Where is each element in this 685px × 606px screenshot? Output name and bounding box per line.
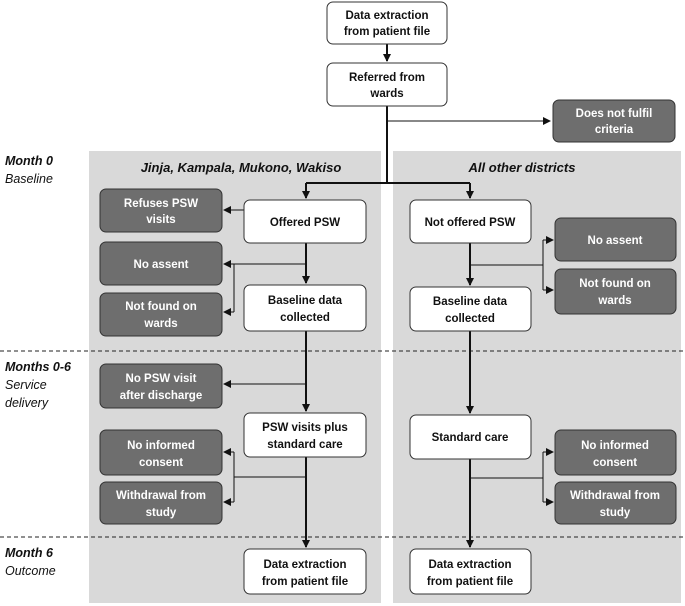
svg-text:Not offered PSW: Not offered PSW <box>425 217 516 229</box>
month0-label: Month 0 <box>5 154 53 168</box>
right-no-assent-box: No assent <box>554 217 677 262</box>
svg-text:from patient file: from patient file <box>344 26 430 38</box>
svg-text:Refuses PSW: Refuses PSW <box>124 198 198 210</box>
svg-text:No informed: No informed <box>581 440 649 452</box>
left-baseline-box: Baseline data collected <box>243 284 367 332</box>
svg-text:consent: consent <box>139 457 183 469</box>
svg-text:criteria: criteria <box>595 124 634 136</box>
right-not-found-box: Not found on wards <box>554 268 677 315</box>
baseline-label: Baseline <box>5 172 53 186</box>
months0-6-label: Months 0-6 <box>5 360 72 374</box>
data-extraction-top-box: Data extraction from patient file <box>326 1 448 45</box>
svg-text:wards: wards <box>369 88 403 100</box>
svg-text:wards: wards <box>143 318 177 330</box>
svg-text:Baseline data: Baseline data <box>268 295 343 307</box>
svg-text:Referred from: Referred from <box>349 72 425 84</box>
svg-text:wards: wards <box>597 295 631 307</box>
svg-text:Standard care: Standard care <box>432 432 509 444</box>
svg-text:Does not fulfil: Does not fulfil <box>576 108 653 120</box>
offered-psw-box: Offered PSW <box>243 199 367 244</box>
svg-text:collected: collected <box>445 313 495 325</box>
left-panel-title: Jinja, Kampala, Mukono, Wakiso <box>141 160 342 175</box>
left-not-found-box: Not found on wards <box>99 292 223 337</box>
svg-text:standard care: standard care <box>267 439 342 451</box>
right-baseline-box: Baseline data collected <box>409 286 532 332</box>
right-withdrawal-box: Withdrawal from study <box>554 481 677 525</box>
svg-text:Not found on: Not found on <box>579 278 651 290</box>
standard-care-box: Standard care <box>409 414 532 460</box>
svg-text:Offered PSW: Offered PSW <box>270 217 340 229</box>
svg-text:Withdrawal from: Withdrawal from <box>116 490 206 502</box>
right-panel-title: All other districts <box>468 160 576 175</box>
month6-label: Month 6 <box>5 546 54 560</box>
svg-text:after discharge: after discharge <box>120 390 202 402</box>
svg-text:No informed: No informed <box>127 440 195 452</box>
left-extraction-box: Data extraction from patient file <box>243 548 367 595</box>
service-label: Service <box>5 378 47 392</box>
svg-text:collected: collected <box>280 312 330 324</box>
left-no-assent-box: No assent <box>99 241 223 286</box>
outcome-label: Outcome <box>5 564 56 578</box>
svg-text:Data extraction: Data extraction <box>428 559 511 571</box>
right-extraction-box: Data extraction from patient file <box>409 548 532 595</box>
no-psw-visit-box: No PSW visit after discharge <box>99 363 223 409</box>
right-no-consent-box: No informed consent <box>554 429 677 476</box>
svg-text:study: study <box>146 507 177 519</box>
referred-from-wards-box: Referred from wards <box>326 62 448 107</box>
not-offered-psw-box: Not offered PSW <box>409 199 532 244</box>
svg-text:No assent: No assent <box>588 235 643 247</box>
svg-text:No PSW visit: No PSW visit <box>126 373 197 385</box>
svg-text:visits: visits <box>146 214 175 226</box>
svg-text:Not found on: Not found on <box>125 301 197 313</box>
svg-text:No assent: No assent <box>134 259 189 271</box>
svg-text:from patient file: from patient file <box>427 576 513 588</box>
left-no-consent-box: No informed consent <box>99 429 223 476</box>
svg-text:Baseline data: Baseline data <box>433 296 508 308</box>
svg-text:Withdrawal from: Withdrawal from <box>570 490 660 502</box>
svg-text:study: study <box>600 507 631 519</box>
refuses-psw-box: Refuses PSW visits <box>99 188 223 233</box>
svg-text:PSW visits plus: PSW visits plus <box>262 422 348 434</box>
svg-text:consent: consent <box>593 457 637 469</box>
delivery-label: delivery <box>5 396 49 410</box>
psw-visits-box: PSW visits plus standard care <box>243 412 367 458</box>
svg-text:Data extraction: Data extraction <box>345 10 428 22</box>
svg-text:from patient file: from patient file <box>262 576 348 588</box>
left-withdrawal-box: Withdrawal from study <box>99 481 223 525</box>
svg-text:Data extraction: Data extraction <box>263 559 346 571</box>
does-not-fulfil-box: Does not fulfil criteria <box>552 99 676 143</box>
